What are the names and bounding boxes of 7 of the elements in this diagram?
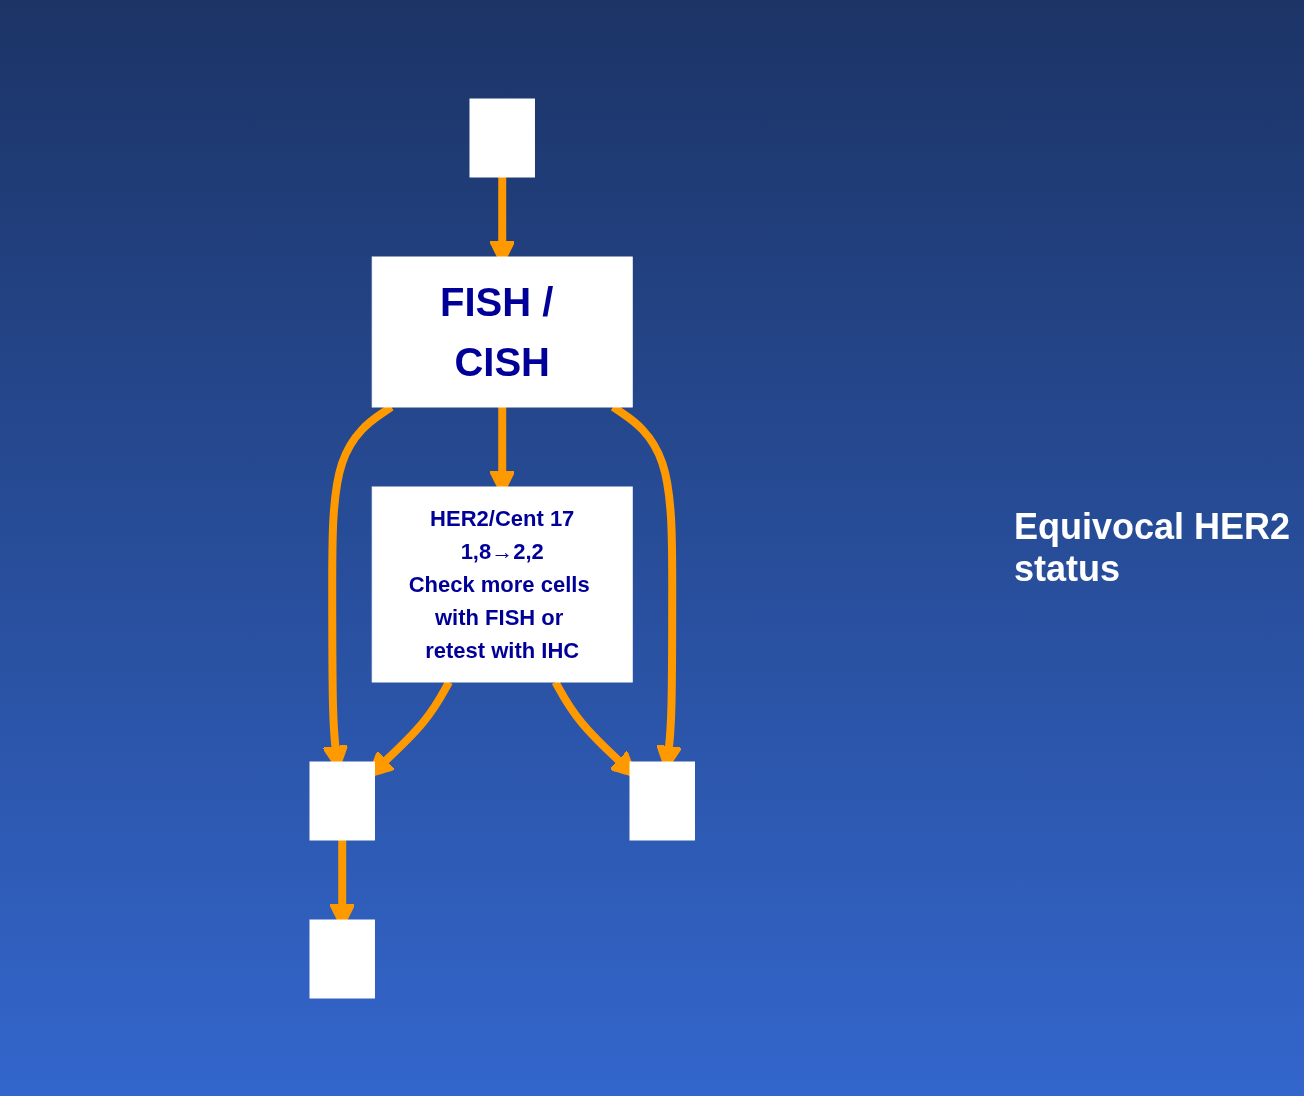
node-box <box>469 98 535 177</box>
node-box: FISH / CISH <box>371 256 633 407</box>
node-box <box>309 761 375 840</box>
node-box <box>309 919 375 998</box>
node-box <box>629 761 695 840</box>
note-text: Equivocal HER2 status <box>1014 506 1292 590</box>
node-box: HER2/Cent 17 1,8→2,2 Check more cells with FISH or retest with IHC <box>371 486 633 682</box>
